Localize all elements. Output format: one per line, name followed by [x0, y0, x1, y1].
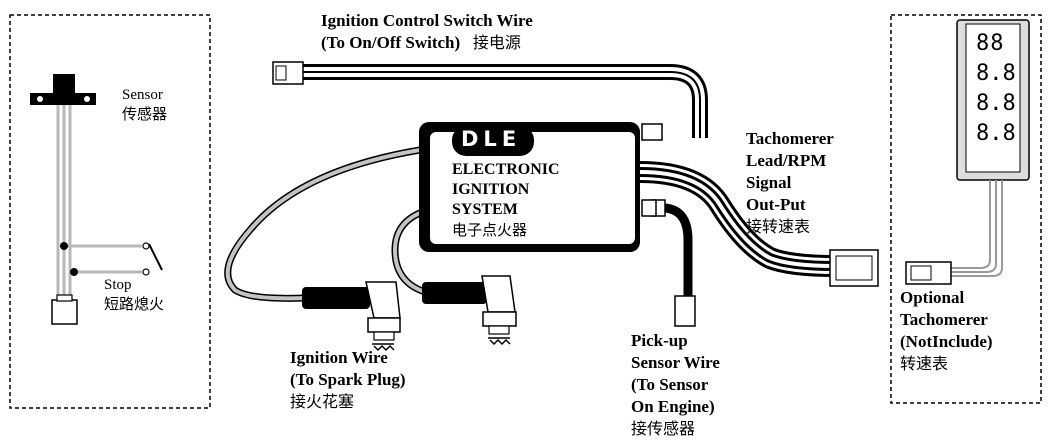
left-dashed-panel — [9, 14, 211, 409]
control-switch-wire — [272, 61, 708, 138]
control-switch-label: Ignition Control Switch Wire (To On/Off … — [321, 11, 533, 52]
spark-plug-cap-right — [422, 275, 517, 346]
tach-digit-3: 8.8 — [976, 91, 1016, 116]
tach-lead-label: Tachomerer Lead/RPM Signal Out-Put 接转速表 — [746, 129, 834, 236]
stop-switch-icon — [51, 242, 163, 325]
ignition-unit — [419, 122, 663, 252]
tach-digit-1: 88 — [976, 31, 1005, 56]
tach-digit-4: 8.8 — [976, 121, 1016, 146]
pickup-sensor-wire — [650, 199, 696, 327]
stop-label: Stop 短路熄火 — [104, 277, 165, 313]
spark-plug-cap-left — [302, 281, 401, 352]
optional-tach-label: Optional Tachomerer (NotInclude) 转速表 — [900, 288, 993, 373]
tach-lead-wire — [639, 161, 879, 287]
ignition-wire-label: Ignition Wire (To Spark Plug) 接火花塞 — [290, 348, 406, 411]
right-dashed-panel — [890, 14, 1042, 404]
ignition-wires — [224, 146, 430, 302]
dle-logo: DLE — [461, 127, 522, 151]
unit-label: ELECTRONIC IGNITION SYSTEM 电子点火器 — [452, 161, 560, 239]
sensor-label: Sensor 传感器 — [122, 87, 168, 123]
pickup-sensor-label: Pick-up Sensor Wire (To Sensor On Engine… — [631, 331, 720, 438]
tachometer-display — [905, 19, 1030, 285]
sensor-icon — [30, 74, 96, 300]
tach-digit-2: 8.8 — [976, 61, 1016, 86]
